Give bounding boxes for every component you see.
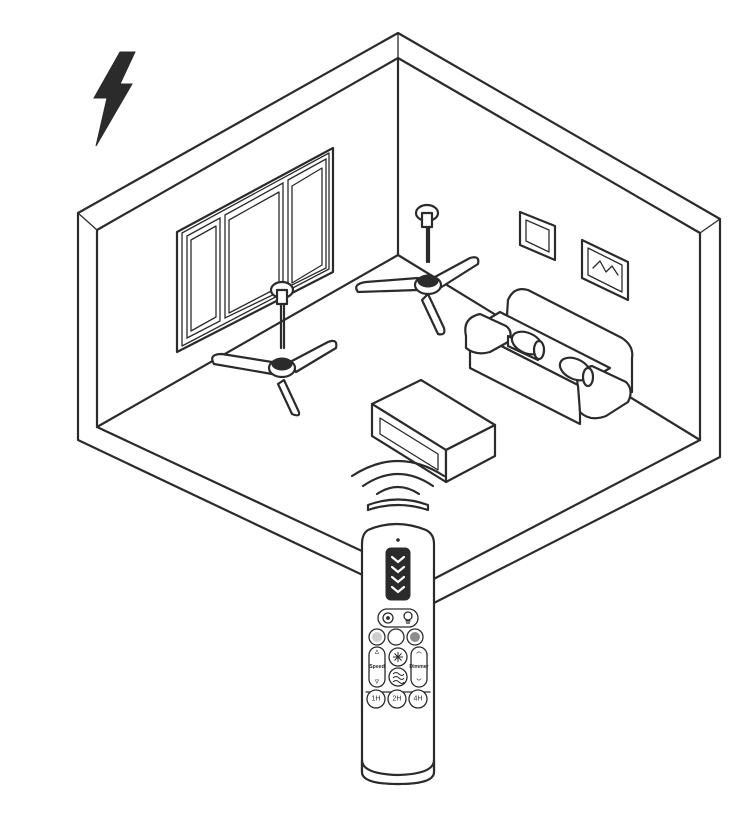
wall-picture-small	[518, 210, 557, 262]
signal-waves-icon	[350, 460, 446, 512]
sofa	[464, 288, 634, 426]
timer-2h-button: 2H	[393, 696, 402, 703]
fan-mode-icon	[382, 612, 394, 624]
dimmer-label: Dimmer	[409, 664, 428, 670]
light-bulb-icon	[403, 611, 413, 624]
remote-control: △ ▽ ︿ ﹀ Speed Dimmer 1H 2H 4H	[360, 522, 436, 786]
svg-text:△: △	[374, 649, 380, 655]
room-walls	[76, 31, 722, 608]
speed-label: Speed	[369, 664, 385, 670]
timer-1h-button: 1H	[372, 696, 381, 703]
svg-text:▽: ▽	[374, 679, 380, 685]
ceiling-fan-icon	[355, 203, 480, 336]
timer-4h-button: 4H	[414, 696, 423, 703]
window	[175, 146, 335, 354]
coffee-table	[370, 378, 497, 484]
svg-text:︿: ︿	[416, 649, 422, 655]
wall-picture-large	[580, 238, 630, 302]
lightning-bolt-icon	[93, 51, 136, 147]
svg-text:﹀: ﹀	[416, 677, 422, 685]
ceiling-fan-icon	[211, 280, 338, 417]
